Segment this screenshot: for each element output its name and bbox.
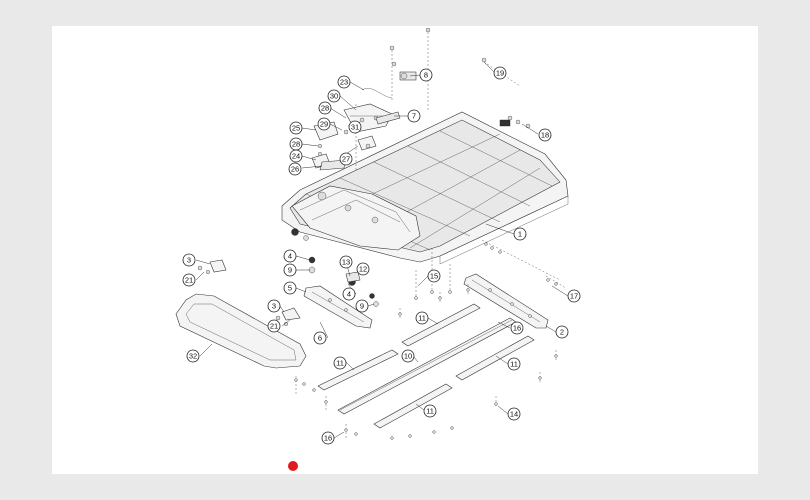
callout-28: 28 <box>318 101 332 115</box>
fastener-guides <box>294 239 567 440</box>
cover-part-32 <box>175 293 307 369</box>
svg-text:11: 11 <box>426 407 434 416</box>
callout-11: 11 <box>423 404 437 418</box>
svg-text:3: 3 <box>272 302 276 311</box>
callout-28: 28 <box>289 137 303 151</box>
svg-text:9: 9 <box>288 266 292 275</box>
svg-text:1: 1 <box>518 230 522 239</box>
callout-19: 19 <box>493 66 507 80</box>
callout-4: 4 <box>283 249 297 263</box>
svg-text:12: 12 <box>359 265 367 274</box>
callout-1: 1 <box>513 227 527 241</box>
svg-text:28: 28 <box>321 104 329 113</box>
svg-text:6: 6 <box>318 334 322 343</box>
callout-21: 21 <box>267 319 281 333</box>
svg-text:31: 31 <box>351 123 359 132</box>
svg-text:23: 23 <box>340 78 348 87</box>
svg-text:32: 32 <box>189 352 197 361</box>
svg-text:26: 26 <box>291 165 299 174</box>
callout-3: 3 <box>267 299 281 313</box>
callout-21: 21 <box>182 273 196 287</box>
callout-15: 15 <box>427 269 441 283</box>
callout-10: 10 <box>401 349 415 363</box>
svg-text:16: 16 <box>513 324 521 333</box>
svg-text:19: 19 <box>496 69 504 78</box>
callout-14: 14 <box>507 407 521 421</box>
bracket-5-6 <box>303 285 373 329</box>
callout-4: 4 <box>342 287 356 301</box>
svg-text:7: 7 <box>412 112 416 121</box>
callout-9: 9 <box>283 263 297 277</box>
callout-7: 7 <box>407 109 421 123</box>
long-rails <box>317 303 535 429</box>
callout-8: 8 <box>419 68 433 82</box>
callout-16: 16 <box>510 321 524 335</box>
callout-26: 26 <box>288 162 302 176</box>
battery-pack-tray <box>281 111 569 265</box>
callout-5: 5 <box>283 281 297 295</box>
callout-24: 24 <box>289 149 303 163</box>
callout-25: 25 <box>289 121 303 135</box>
callout-6: 6 <box>313 331 327 345</box>
svg-text:13: 13 <box>342 258 350 267</box>
svg-text:4: 4 <box>347 290 351 299</box>
callout-11: 11 <box>507 357 521 371</box>
svg-text:24: 24 <box>292 152 300 161</box>
rail-part-2 <box>463 273 549 329</box>
svg-text:28: 28 <box>292 140 300 149</box>
svg-text:30: 30 <box>330 92 338 101</box>
callout-9: 9 <box>355 299 369 313</box>
svg-text:21: 21 <box>185 276 193 285</box>
callout-27: 27 <box>339 152 353 166</box>
svg-text:15: 15 <box>430 272 438 281</box>
callout-17: 17 <box>567 289 581 303</box>
svg-text:9: 9 <box>360 302 364 311</box>
callout-18: 18 <box>538 128 552 142</box>
svg-text:18: 18 <box>541 131 549 140</box>
svg-text:10: 10 <box>404 352 412 361</box>
svg-text:3: 3 <box>187 256 191 265</box>
svg-text:27: 27 <box>342 155 350 164</box>
svg-text:4: 4 <box>288 252 292 261</box>
callout-11: 11 <box>333 356 347 370</box>
callout-11: 11 <box>415 311 429 325</box>
callout-30: 30 <box>327 89 341 103</box>
callout-13: 13 <box>339 255 353 269</box>
callout-23: 23 <box>337 75 351 89</box>
red-location-marker <box>288 461 298 471</box>
callout-16: 16 <box>321 431 335 445</box>
svg-text:8: 8 <box>424 71 428 80</box>
svg-text:29: 29 <box>320 120 328 129</box>
svg-text:5: 5 <box>288 284 292 293</box>
svg-text:11: 11 <box>418 314 426 323</box>
svg-text:17: 17 <box>570 292 578 301</box>
callout-31: 31 <box>348 120 362 134</box>
callout-29: 29 <box>317 117 331 131</box>
svg-text:11: 11 <box>510 360 518 369</box>
svg-text:16: 16 <box>324 434 332 443</box>
svg-text:2: 2 <box>560 328 564 337</box>
callout-2: 2 <box>555 325 569 339</box>
svg-text:14: 14 <box>510 410 518 419</box>
svg-text:25: 25 <box>292 124 300 133</box>
callout-32: 32 <box>186 349 200 363</box>
callout-12: 12 <box>356 262 370 276</box>
callout-3: 3 <box>182 253 196 267</box>
svg-text:11: 11 <box>336 359 344 368</box>
svg-text:21: 21 <box>270 322 278 331</box>
